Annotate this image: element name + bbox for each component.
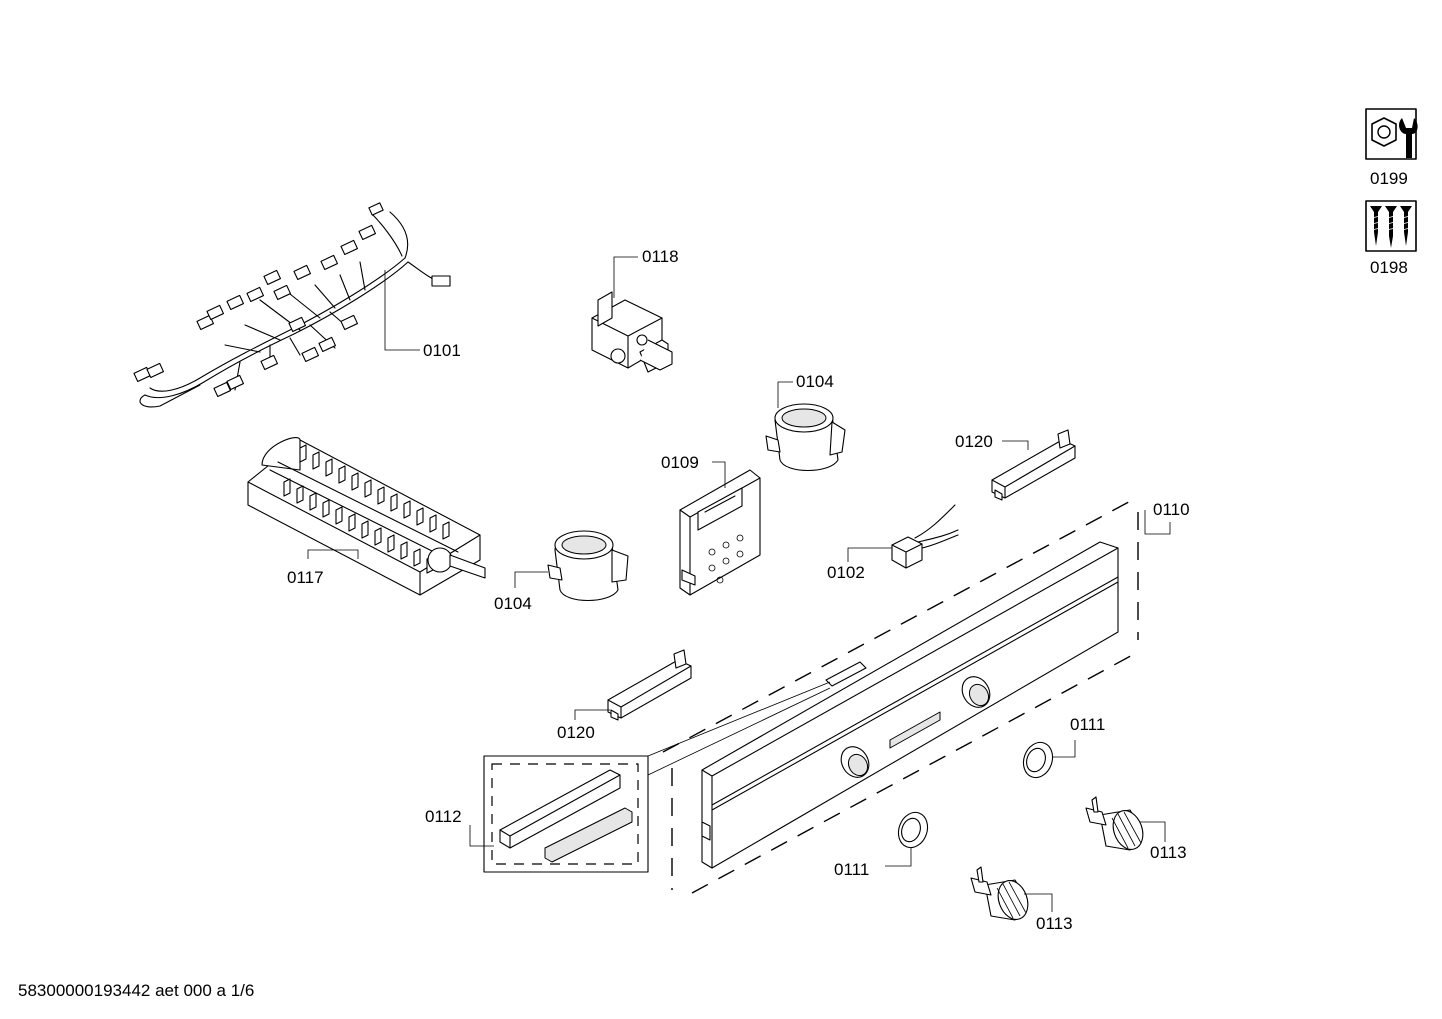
wiring-harness-0101 bbox=[133, 202, 451, 408]
contact-tab bbox=[338, 465, 346, 484]
contact-tab bbox=[442, 521, 450, 540]
connector-0102 bbox=[891, 504, 959, 569]
contact-tab bbox=[348, 513, 356, 532]
label-0102: 0102 bbox=[827, 563, 865, 582]
contact-tab bbox=[429, 514, 437, 533]
contact-tab bbox=[322, 499, 330, 518]
mounting-bracket-0120-lower bbox=[607, 649, 692, 721]
label-0120-lower: 0120 bbox=[557, 723, 595, 742]
contact-tab bbox=[400, 541, 408, 560]
knob-holder-0104-left bbox=[547, 530, 629, 601]
contact-tab bbox=[283, 478, 291, 497]
wrench-nut-icon bbox=[1365, 108, 1418, 160]
contact-tab bbox=[312, 451, 320, 470]
label-0110: 0110 bbox=[1153, 500, 1190, 519]
contact-tab bbox=[296, 485, 304, 504]
contact-tab bbox=[387, 534, 395, 553]
label-0112: 0112 bbox=[425, 807, 462, 826]
label-0109: 0109 bbox=[661, 453, 699, 472]
label-0111-lower: 0111 bbox=[834, 860, 869, 879]
contact-tab bbox=[351, 472, 359, 491]
selector-switch-0118 bbox=[591, 291, 673, 373]
label-0198: 0198 bbox=[1370, 258, 1408, 277]
document-footer: 58300000193442 aet 000 a 1/6 bbox=[18, 981, 255, 1000]
label-0120-upper: 0120 bbox=[955, 432, 993, 451]
label-0104-upper: 0104 bbox=[796, 372, 834, 391]
contact-tab bbox=[403, 500, 411, 519]
label-0113-right: 0113 bbox=[1150, 843, 1187, 862]
control-panel-0110 bbox=[662, 496, 1139, 894]
contact-tab bbox=[390, 493, 398, 512]
cam-switch-block-0117 bbox=[247, 437, 486, 596]
control-knob-0113-lower bbox=[970, 866, 1029, 921]
electronic-module-0109 bbox=[679, 469, 761, 596]
knob-ring-0111-lower bbox=[897, 811, 929, 849]
contact-tab bbox=[325, 458, 333, 477]
label-0113-lower: 0113 bbox=[1036, 914, 1073, 933]
knob-ring-0111-upper bbox=[1022, 741, 1054, 779]
label-0117: 0117 bbox=[287, 568, 324, 587]
screws-icon bbox=[1365, 200, 1417, 252]
contact-tab bbox=[374, 527, 382, 546]
contact-tab bbox=[335, 506, 343, 525]
label-0101: 0101 bbox=[423, 341, 461, 360]
contact-tab bbox=[364, 479, 372, 498]
detail-box-0112 bbox=[483, 681, 831, 873]
contact-tab bbox=[413, 548, 421, 567]
contact-tab bbox=[299, 444, 307, 463]
control-knob-0113-right bbox=[1085, 796, 1144, 851]
mounting-bracket-0120-upper bbox=[991, 429, 1076, 501]
contact-tab bbox=[377, 486, 385, 505]
contact-tab bbox=[361, 520, 369, 539]
contact-tab bbox=[416, 507, 424, 526]
knob-holder-0104-upper bbox=[765, 403, 846, 471]
label-0104-left: 0104 bbox=[494, 594, 532, 613]
label-0118: 0118 bbox=[642, 247, 679, 266]
label-0199: 0199 bbox=[1370, 169, 1408, 188]
contact-tab bbox=[309, 492, 317, 511]
label-0111-upper: 0111 bbox=[1070, 715, 1105, 734]
